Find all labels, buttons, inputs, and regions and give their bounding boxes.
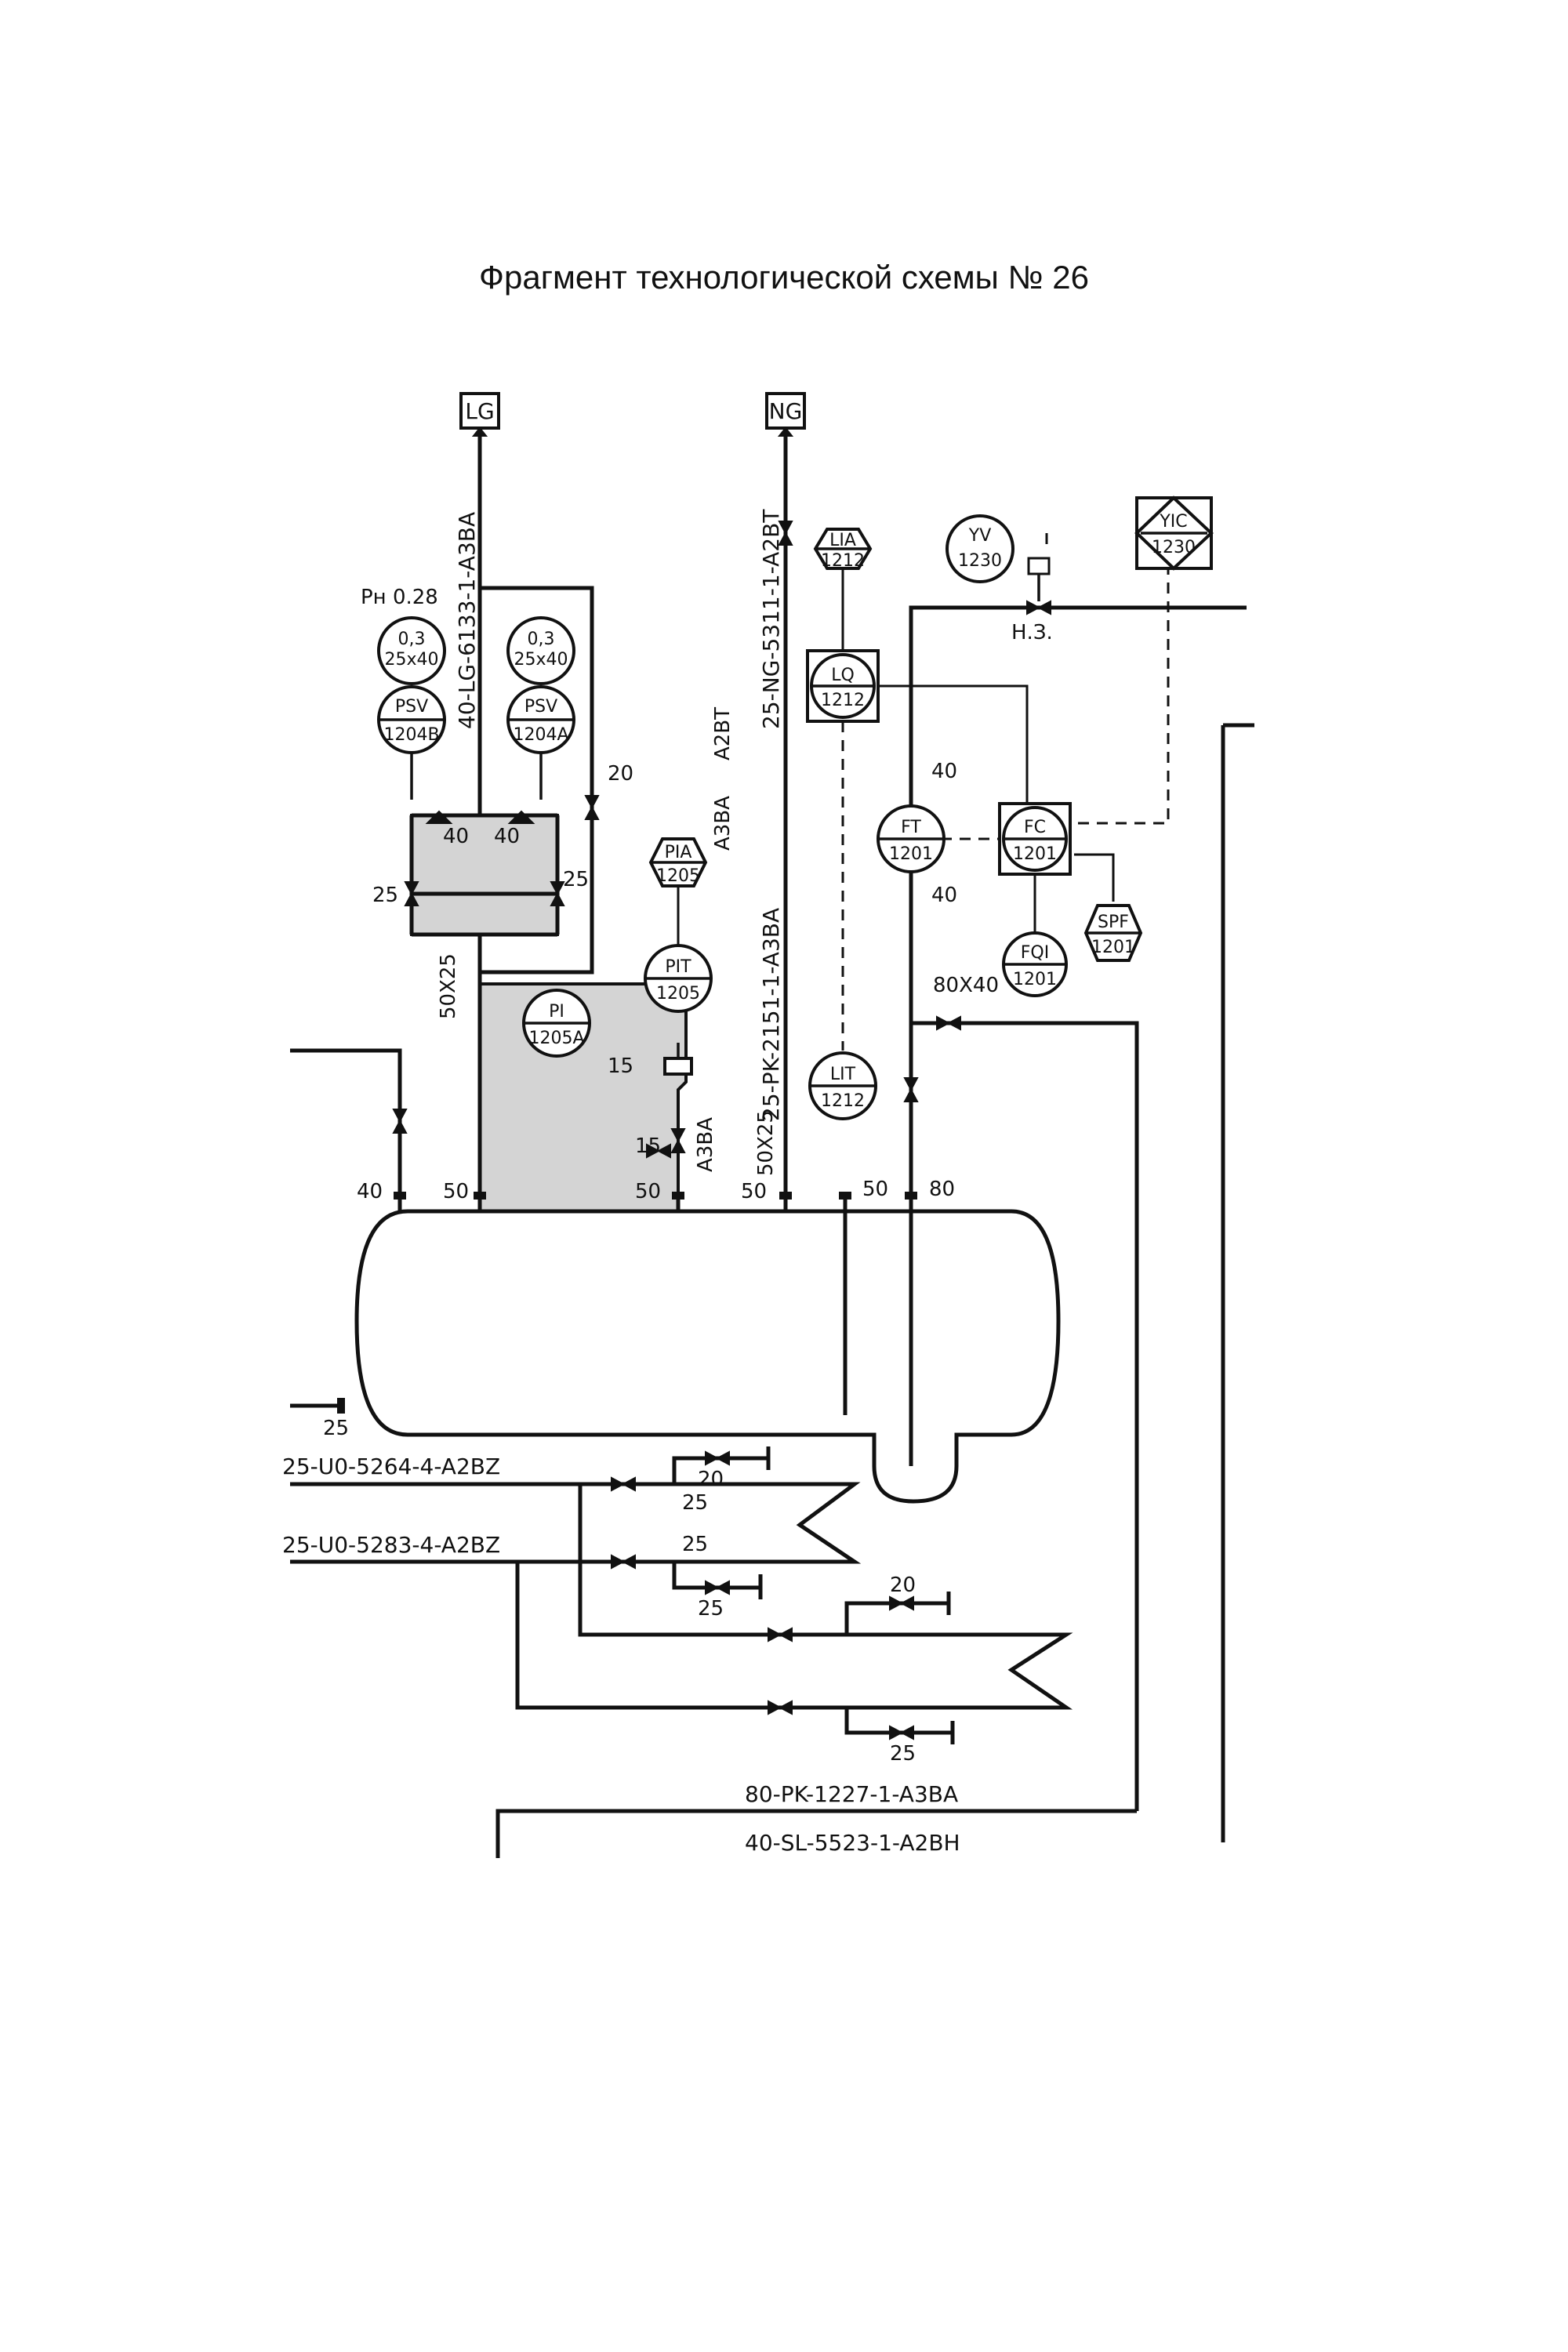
svg-text:1230: 1230 [958, 551, 1002, 571]
terminal-ng-label: NG [769, 398, 803, 424]
svg-text:YIC: YIC [1159, 512, 1187, 532]
svg-text:LQ: LQ [831, 666, 855, 685]
psv-a-set: 0,3 [528, 630, 555, 649]
svg-text:50: 50 [443, 1180, 469, 1203]
pit-spec-label: A3BA [694, 1117, 717, 1172]
yv-1230[interactable]: YV 1230 [946, 514, 1014, 583]
svg-text:1201: 1201 [1091, 938, 1135, 957]
svg-text:25: 25 [682, 1491, 708, 1515]
svg-text:25: 25 [563, 868, 589, 891]
svg-text:1212: 1212 [821, 691, 865, 710]
psv-block-shade [410, 814, 559, 936]
page-title: Фрагмент технологической схемы № 26 [479, 259, 1089, 296]
spf-1201[interactable]: SPF 1201 [1083, 904, 1143, 962]
horizontal-vessel [354, 1209, 1061, 1504]
nozzle-markers [337, 1192, 917, 1414]
svg-text:1201: 1201 [1013, 844, 1057, 864]
svg-text:PI: PI [549, 1002, 564, 1022]
valves [392, 521, 1051, 1740]
svg-text:FQI: FQI [1021, 943, 1049, 963]
process-lines [290, 426, 1254, 1858]
svg-text:40: 40 [443, 825, 469, 848]
svg-text:1201: 1201 [889, 844, 933, 864]
svg-text:LIA: LIA [829, 531, 856, 550]
lq-1212[interactable]: LQ 1212 [806, 649, 880, 723]
svg-text:25: 25 [323, 1417, 349, 1440]
terminal-ng: NG [765, 392, 806, 430]
line-label-uo5283: 25-U0-5283-4-A2BZ [282, 1532, 500, 1558]
svg-text:80: 80 [929, 1178, 955, 1201]
svg-text:25: 25 [372, 884, 398, 907]
size-50x25-right: 50X25 [754, 1110, 778, 1176]
pi-1205a[interactable]: PI 1205A [522, 989, 591, 1058]
svg-text:1205: 1205 [656, 984, 700, 1004]
line-label-ng: 25-NG-5311-1-A2BT [758, 509, 784, 729]
terminal-lg-label: LG [465, 398, 494, 424]
line-label-uo5264: 25-U0-5264-4-A2BZ [282, 1454, 500, 1479]
line-label-pk2151: 25-PK-2151-1-A3BA [758, 908, 784, 1121]
pia-1205[interactable]: PIA 1205 [648, 837, 708, 887]
svg-text:50: 50 [862, 1178, 888, 1201]
svg-text:YV: YV [968, 526, 992, 546]
svg-text:25: 25 [698, 1597, 724, 1621]
svg-text:15: 15 [608, 1054, 633, 1078]
svg-text:FT: FT [901, 818, 921, 837]
psv-b-set: 0,3 [398, 630, 426, 649]
psv-1204a[interactable]: 0,3 25x40 PSV 1204A [506, 616, 575, 754]
svg-text:50: 50 [741, 1180, 767, 1203]
svg-text:PIA: PIA [665, 843, 692, 862]
svg-text:25: 25 [890, 1742, 916, 1766]
svg-text:LIT: LIT [830, 1065, 856, 1084]
svg-text:SPF: SPF [1098, 913, 1129, 932]
svg-text:80X40: 80X40 [933, 974, 999, 997]
fqi-1201[interactable]: FQI 1201 [1002, 931, 1068, 997]
size-50x25-left: 50X25 [437, 953, 460, 1019]
svg-text:1212: 1212 [821, 1091, 865, 1111]
size-labels: 40 40 20 25 25 80X40 15 15 40 40 40 50 5… [323, 760, 999, 1766]
line-label-sl5523: 40-SL-5523-1-A2BH [745, 1830, 960, 1856]
terminal-lg: LG [459, 392, 500, 430]
line-label-pk1227: 80-PK-1227-1-A3BA [745, 1781, 958, 1807]
spec-break-upper: A2BT [711, 707, 735, 760]
svg-text:1205: 1205 [656, 866, 700, 886]
yic-1230[interactable]: YIC 1230 [1134, 495, 1214, 571]
psv-a-size: 25x40 [514, 650, 568, 670]
svg-text:40: 40 [931, 884, 957, 907]
svg-text:20: 20 [608, 762, 633, 786]
psv-1204b[interactable]: 0,3 25x40 PSV 1204B [377, 616, 446, 754]
svg-text:50: 50 [635, 1180, 661, 1203]
pit-1205[interactable]: PIT 1205 [644, 944, 713, 1013]
psv-a-number: 1204A [513, 725, 568, 745]
svg-text:40: 40 [931, 760, 957, 783]
svg-text:40: 40 [357, 1180, 383, 1203]
svg-text:25: 25 [682, 1533, 708, 1556]
svg-text:1205A: 1205A [528, 1029, 584, 1048]
svg-text:1201: 1201 [1013, 970, 1057, 989]
psv-b-number: 1204B [383, 725, 439, 745]
svg-text:FC: FC [1024, 818, 1046, 837]
svg-text:15: 15 [635, 1134, 661, 1158]
svg-text:PIT: PIT [665, 957, 691, 977]
svg-text:1212: 1212 [821, 551, 865, 571]
lia-1212[interactable]: LIA 1212 [813, 528, 873, 571]
svg-text:1230: 1230 [1152, 538, 1196, 557]
psv-b-type: PSV [395, 697, 428, 717]
ft-1201[interactable]: FT 1201 [877, 804, 946, 873]
lit-1212[interactable]: LIT 1212 [808, 1051, 877, 1120]
signal-lines [410, 532, 1170, 1058]
psv-b-size: 25x40 [384, 650, 438, 670]
psv-a-type: PSV [524, 697, 557, 717]
fc-1201[interactable]: FC 1201 [998, 802, 1072, 876]
svg-text:20: 20 [698, 1468, 724, 1491]
pn-label: Pн 0.28 [361, 586, 438, 609]
spec-break-lower: A3BA [711, 796, 735, 851]
line-label-lg: 40-LG-6133-1-A3BA [454, 512, 480, 729]
svg-text:40: 40 [494, 825, 520, 848]
valve-state-label: Н.З. [1011, 621, 1053, 644]
svg-text:20: 20 [890, 1573, 916, 1597]
